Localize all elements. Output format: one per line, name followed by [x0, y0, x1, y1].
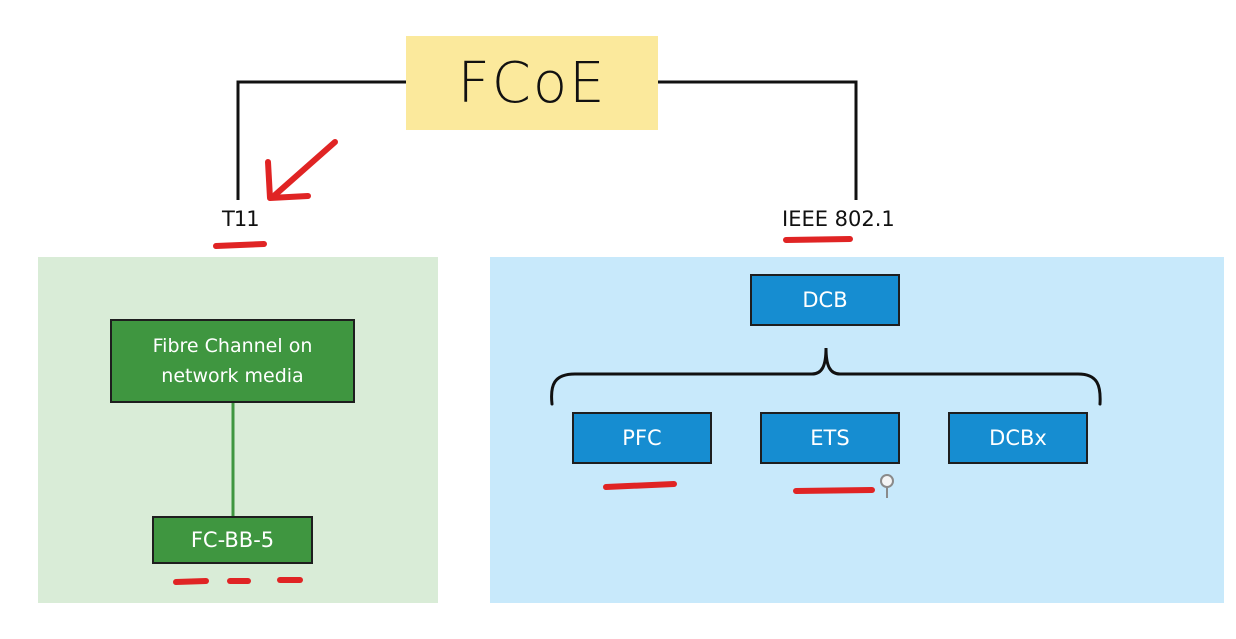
dcb-node: DCB — [750, 274, 900, 326]
fcoe-title: FCoE — [406, 36, 658, 130]
fc-bb-5-node: FC-BB-5 — [152, 516, 313, 564]
ieee-label: IEEE 802.1 — [782, 207, 895, 231]
t11-label: T11 — [222, 207, 260, 231]
dcb-bracket — [550, 347, 1102, 406]
arrow-icon — [265, 139, 338, 201]
fibre-channel-node: Fibre Channel on network media — [110, 319, 355, 403]
connector-title-left — [236, 80, 406, 200]
connector-title-right — [658, 80, 858, 200]
ets-node: ETS — [760, 412, 900, 464]
dcbx-node: DCBx — [948, 412, 1088, 464]
pfc-underline — [603, 481, 677, 490]
pfc-node: PFC — [572, 412, 712, 464]
ieee-underline — [783, 236, 853, 243]
t11-underline — [213, 241, 267, 249]
pin-icon[interactable] — [880, 474, 894, 498]
fcbb-underline — [173, 577, 303, 585]
ets-underline — [793, 487, 875, 494]
